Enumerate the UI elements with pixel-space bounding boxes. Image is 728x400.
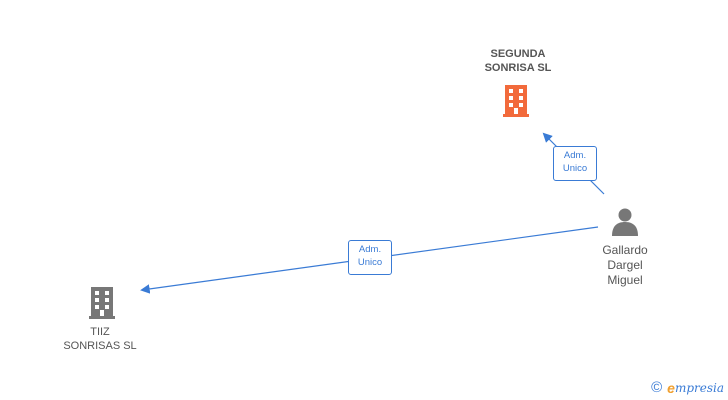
company-label-tiiz[interactable]: TIIZ SONRISAS SL — [40, 325, 160, 353]
person-name-line: Miguel — [607, 273, 643, 287]
company-name-line: SONRISAS SL — [63, 340, 137, 352]
building-icon[interactable] — [89, 287, 115, 319]
edge-label-to-segunda: Adm. Unico — [553, 146, 597, 181]
company-name-line: TIIZ — [90, 326, 110, 338]
person-name-line: Dargel — [607, 258, 643, 272]
company-name-line: SONRISA SL — [484, 62, 552, 74]
building-icon[interactable] — [503, 85, 529, 117]
copyright-icon: © — [651, 379, 663, 396]
empresia-logo: © e mpresia — [651, 379, 724, 396]
person-icon[interactable] — [612, 208, 638, 237]
brand-e: e — [667, 379, 675, 396]
person-name-line: Gallardo — [602, 243, 648, 257]
edge-label-line: Unico — [357, 257, 383, 268]
edge-label-line: Unico — [562, 163, 588, 174]
brand-name: mpresia — [674, 380, 724, 395]
person-label-gallardo[interactable]: Gallardo Dargel Miguel — [575, 243, 675, 288]
edge-label-line: Adm. — [563, 150, 587, 161]
edge-label-line: Adm. — [358, 244, 382, 255]
company-name-line: SEGUNDA — [490, 48, 546, 60]
company-label-segunda[interactable]: SEGUNDA SONRISA SL — [458, 47, 578, 75]
edge-label-to-tiiz: Adm. Unico — [348, 240, 392, 275]
